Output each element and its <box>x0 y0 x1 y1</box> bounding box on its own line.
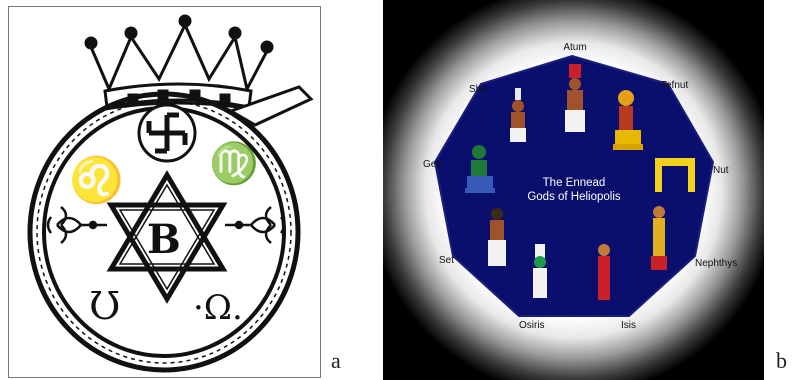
label-shu: Shu <box>469 84 487 95</box>
bottom-right-glyph: ·Ω. <box>193 288 243 328</box>
right-ornament-icon <box>225 207 284 243</box>
label-tefnut: Tefnut <box>661 80 688 91</box>
left-ornament-icon <box>48 207 107 243</box>
isis-figure-icon <box>598 244 610 300</box>
ennead-image-panel: The Ennead Gods of Heliopolis Atum Tefnu… <box>383 0 764 380</box>
label-osiris: Osiris <box>519 320 545 331</box>
label-set: Set <box>439 255 454 266</box>
leo-glyph: ♌ <box>69 155 124 206</box>
ennead-diagram: The Ennead Gods of Heliopolis Atum Tefnu… <box>383 0 764 380</box>
label-geb: Geb <box>423 159 442 170</box>
swastika-emblem-icon <box>139 105 195 161</box>
label-atum: Atum <box>563 42 586 53</box>
panel-b-label: b <box>776 348 787 374</box>
virgo-glyph: ♍ <box>209 140 259 187</box>
ouroboros-seal-drawing: ♌ ♍ B Ʊ ·Ω. <box>9 7 320 377</box>
osiris-figure-icon <box>533 244 547 298</box>
center-title-line1: The Ennead <box>543 177 606 189</box>
bottom-left-glyph: Ʊ <box>89 284 121 328</box>
label-nephthys: Nephthys <box>695 258 737 269</box>
center-title-line2: Gods of Heliopolis <box>527 191 621 203</box>
label-isis: Isis <box>621 320 636 331</box>
label-nut: Nut <box>713 165 729 176</box>
monogram-glyph: B <box>147 216 181 263</box>
seal-image-panel: ♌ ♍ B Ʊ ·Ω. <box>8 6 321 378</box>
panel-a-label: a <box>331 348 341 374</box>
